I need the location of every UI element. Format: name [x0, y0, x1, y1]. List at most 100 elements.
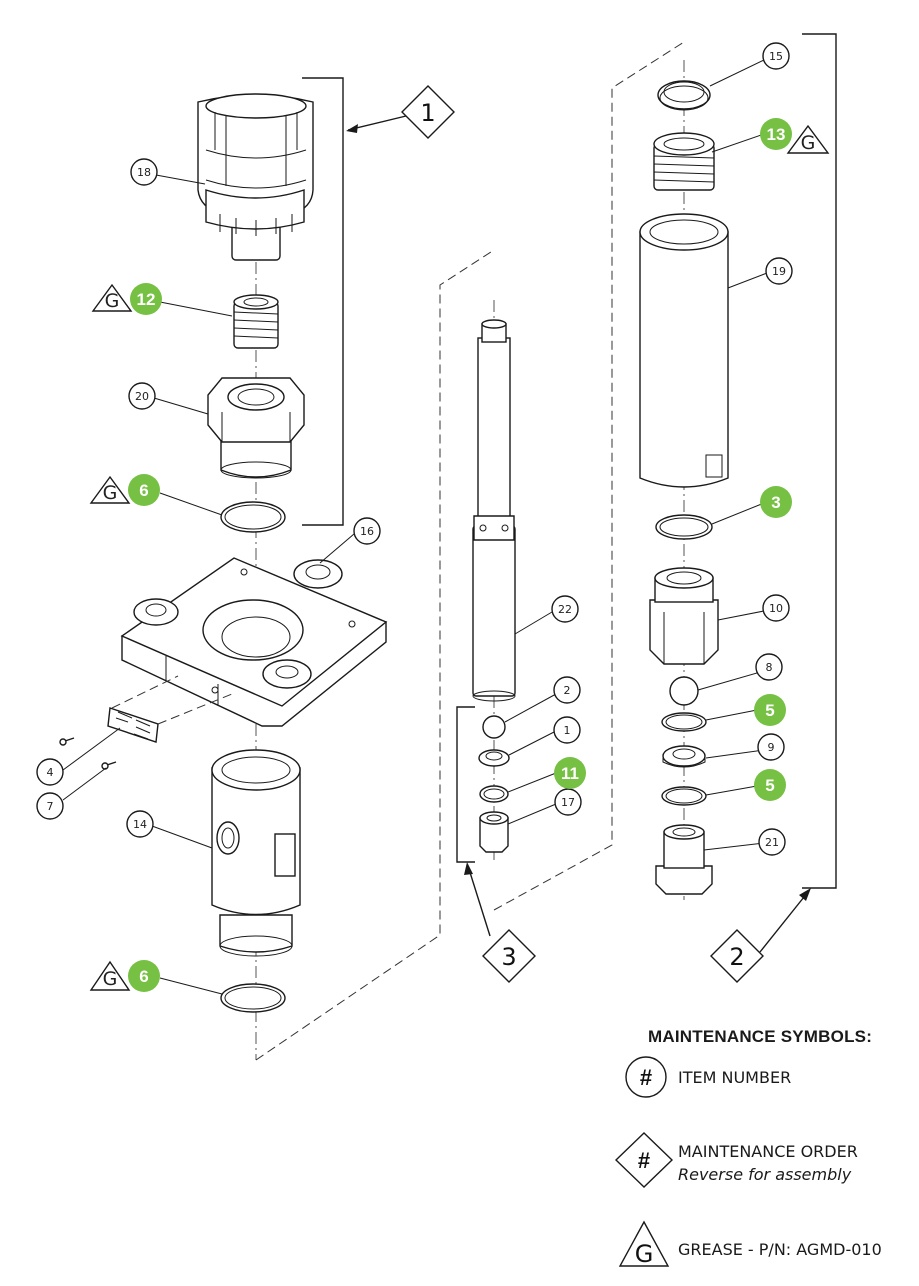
part-3-o-ring: [655, 514, 713, 540]
nameplate-mount-line-2: [111, 675, 179, 709]
part-12-threaded-bushing: [233, 294, 279, 349]
svg-text:3: 3: [501, 943, 516, 971]
svg-text:#: #: [638, 1148, 650, 1173]
maintenance-step-6-lower: 6: [128, 960, 160, 992]
assembly-3-link-lines: [255, 249, 495, 1061]
item-number-15: 15: [762, 42, 790, 70]
leader-lines: [62, 59, 768, 995]
svg-text:21: 21: [765, 836, 779, 849]
svg-text:5: 5: [765, 776, 774, 795]
part-6-o-ring-lower: [220, 983, 286, 1013]
assembly-diamond-3: 3: [482, 929, 536, 983]
legend-item-number-symbol: #: [625, 1056, 667, 1098]
part-8-ball: [669, 676, 699, 706]
item-number-14: 14: [126, 810, 154, 838]
grease-triangle-icon: G: [786, 124, 830, 154]
svg-text:G: G: [103, 968, 118, 990]
part-5-o-ring-upper: [661, 712, 707, 732]
assembly-arrows: [346, 115, 811, 953]
legend-item-number-label: ITEM NUMBER: [678, 1068, 792, 1087]
part-10-valve-housing: [649, 567, 719, 665]
part-7-screws: [59, 737, 117, 770]
svg-text:15: 15: [769, 50, 783, 63]
svg-text:7: 7: [47, 800, 54, 813]
maintenance-step-11: 11: [554, 757, 586, 789]
part-2-ball-middle: [482, 715, 506, 739]
svg-text:1: 1: [420, 99, 435, 127]
item-number-16: 16: [353, 517, 381, 545]
svg-text:5: 5: [765, 701, 774, 720]
legend-grease-symbol: G: [618, 1220, 670, 1268]
svg-text:2: 2: [564, 684, 571, 697]
svg-text:3: 3: [771, 493, 780, 512]
grease-triangle-icon: G: [91, 283, 133, 312]
svg-text:19: 19: [772, 265, 786, 278]
svg-text:6: 6: [139, 481, 148, 500]
svg-text:22: 22: [558, 603, 572, 616]
svg-text:20: 20: [135, 390, 149, 403]
item-number-9: 9: [757, 733, 785, 761]
item-number-20: 20: [128, 382, 156, 410]
legend-title: MAINTENANCE SYMBOLS:: [648, 1027, 873, 1046]
svg-text:10: 10: [769, 602, 783, 615]
item-number-10: 10: [762, 594, 790, 622]
item-number-8: 8: [755, 653, 783, 681]
item-number-21: 21: [758, 828, 786, 856]
svg-text:G: G: [801, 132, 816, 154]
item-number-17: 17: [554, 788, 582, 816]
part-4-nameplate: [107, 707, 159, 743]
part-9-seat: [662, 745, 706, 768]
item-number-19: 19: [765, 257, 793, 285]
assembly-diamond-1: 1: [401, 85, 455, 139]
svg-text:2: 2: [729, 943, 744, 971]
item-number-1: 1: [553, 716, 581, 744]
item-number-18: 18: [130, 158, 158, 186]
item-number-22: 22: [551, 595, 579, 623]
item-number-4: 4: [36, 758, 64, 786]
svg-text:12: 12: [137, 290, 156, 309]
svg-text:G: G: [103, 482, 118, 504]
part-19-cylinder: [639, 213, 729, 488]
bracket-assembly-3: [456, 706, 475, 863]
legend-grease-label: GREASE - P/N: AGMD-010: [678, 1240, 882, 1259]
svg-text:9: 9: [768, 741, 775, 754]
part-22-piston-rod: [472, 319, 516, 702]
bracket-assembly-1: [302, 77, 344, 526]
maintenance-step-13: 13: [760, 118, 792, 150]
part-15-spring-ring: [657, 80, 711, 111]
part-11-o-ring: [479, 785, 509, 803]
svg-text:G: G: [635, 1240, 654, 1268]
bracket-assembly-2: [802, 33, 837, 889]
legend-maintenance-order-sub: Reverse for assembly: [678, 1165, 852, 1184]
svg-text:11: 11: [561, 764, 579, 783]
legend-maintenance-order-label: MAINTENANCE ORDER: [678, 1142, 858, 1161]
part-1-seat: [478, 749, 510, 767]
svg-text:1: 1: [564, 724, 571, 737]
part-18-cap: [197, 93, 314, 261]
svg-text:16: 16: [360, 525, 374, 538]
maintenance-step-6-upper: 6: [128, 474, 160, 506]
part-13-threaded-sleeve: [653, 132, 715, 191]
item-number-7: 7: [36, 792, 64, 820]
svg-text:17: 17: [561, 796, 575, 809]
part-6-o-ring-upper: [220, 501, 286, 533]
part-21-foot-valve: [655, 824, 713, 895]
part-20-hex-nut: [207, 377, 305, 479]
legend-maintenance-order-symbol: #: [614, 1132, 674, 1188]
part-14-pump-body: [211, 749, 301, 957]
maintenance-step-5-lower: 5: [754, 769, 786, 801]
assembly-diamond-2: 2: [710, 929, 764, 983]
part-17-valve: [479, 811, 509, 853]
svg-text:13: 13: [767, 125, 786, 144]
item-number-2: 2: [553, 676, 581, 704]
svg-text:4: 4: [47, 766, 54, 779]
grease-triangle-icon: G: [89, 475, 131, 504]
maintenance-step-12: 12: [130, 283, 162, 315]
svg-text:G: G: [105, 290, 120, 312]
svg-text:6: 6: [139, 967, 148, 986]
maintenance-step-5-upper: 5: [754, 694, 786, 726]
part-5-o-ring-lower: [661, 786, 707, 806]
svg-text:#: #: [640, 1065, 652, 1090]
maintenance-step-3: 3: [760, 486, 792, 518]
